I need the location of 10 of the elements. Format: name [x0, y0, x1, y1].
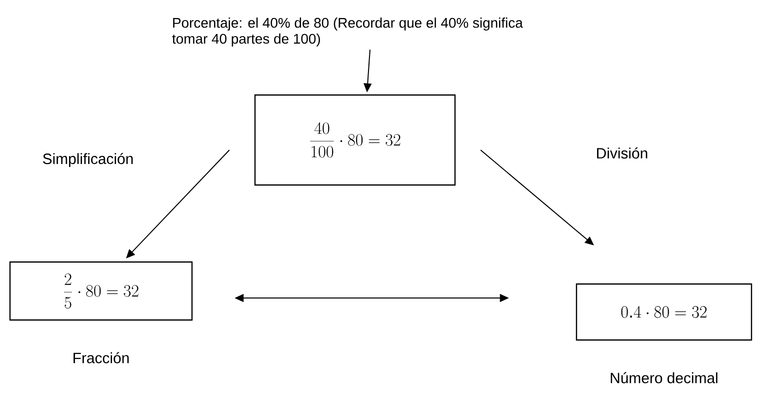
formula-box: $\frac{2}{5} \cdot 80 = 32$ [9, 261, 193, 321]
caption-text: Porcentaje: el 40% de 80 (Recordar que el 40% significa tomar 40 partes de 100) [172, 18, 523, 46]
formula-box: $\frac{40}{100} \cdot 80 = 32$ [254, 94, 456, 186]
arrow [480, 150, 594, 246]
edge-label: División [597, 147, 648, 159]
arrow [126, 150, 230, 258]
edge-label: Simplificación [43, 152, 133, 168]
formula-box: $0.4 \cdot 80 = 32$ [576, 283, 752, 341]
node-caption: Fracción [74, 352, 129, 364]
node-caption: Número decimal [610, 372, 718, 384]
